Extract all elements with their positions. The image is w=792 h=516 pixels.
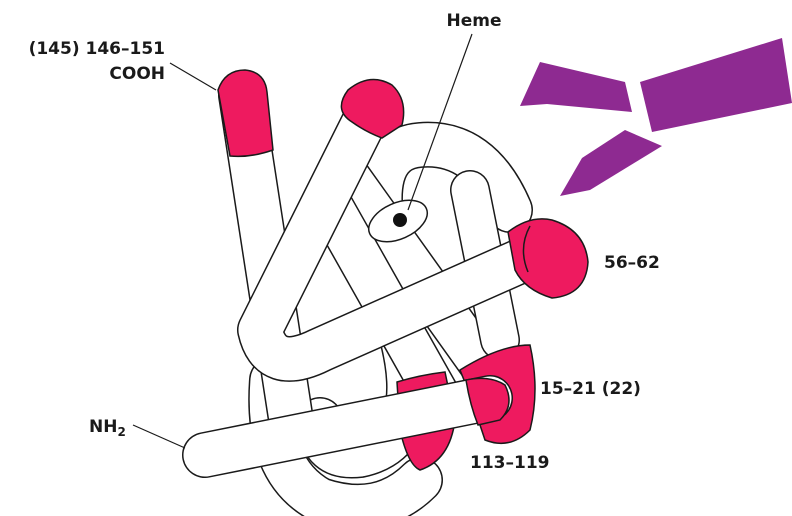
- label-nh-subscript: 2: [117, 425, 125, 439]
- label-113-119: 113–119: [470, 453, 549, 473]
- label-c-terminus-range: (145) 146–151: [29, 39, 165, 59]
- label-15-21: 15–21 (22): [540, 379, 641, 399]
- antibody-fragment: [520, 38, 792, 196]
- label-56-62: 56–62: [604, 253, 660, 273]
- label-nh: NH: [89, 417, 117, 437]
- label-n-terminus: NH2: [89, 417, 126, 439]
- label-c-terminus-cooh: COOH: [109, 64, 165, 84]
- label-heme: Heme: [446, 11, 501, 31]
